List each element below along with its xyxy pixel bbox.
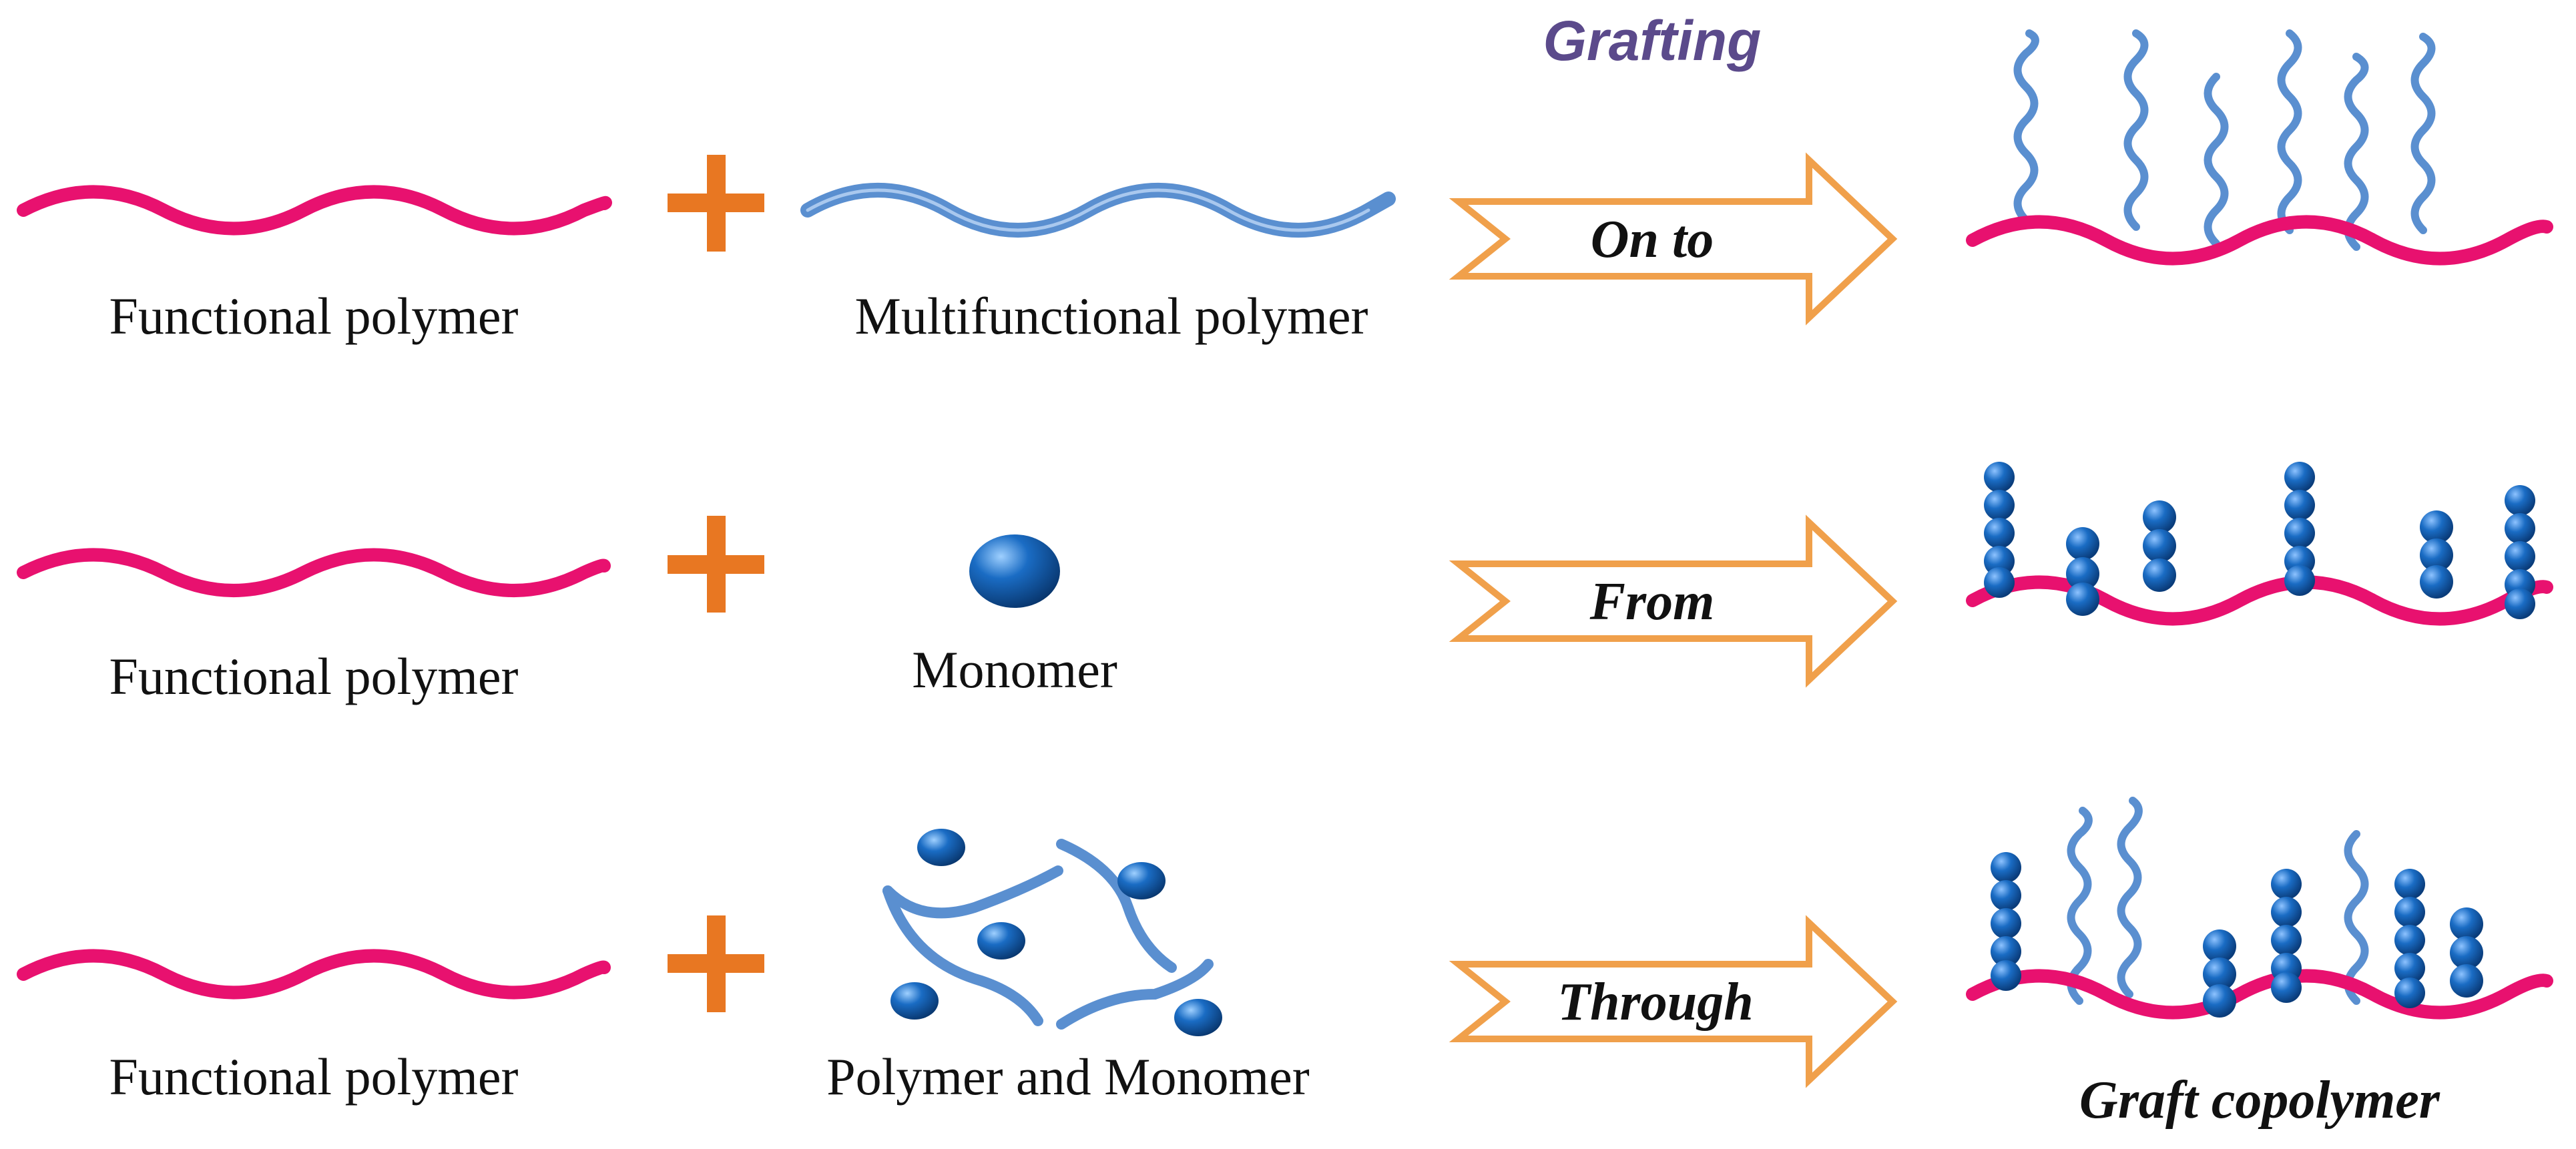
polymer-fragment [882, 885, 1043, 1026]
graft-chain [2277, 29, 2302, 234]
polymer-fragment [1056, 959, 1214, 1030]
monomer-bead [1117, 862, 1166, 899]
heading-grafting: Grafting [1543, 9, 1762, 72]
graft-chain [2344, 53, 2369, 251]
product-label: Graft copolymer [2079, 1071, 2440, 1130]
polymer-fragment [882, 865, 1063, 919]
monomer-stack [2284, 462, 2315, 596]
product-from [1966, 462, 2553, 626]
monomer-bead [917, 829, 965, 866]
graft-chain [2067, 807, 2093, 1005]
functional-polymer-chain [17, 185, 612, 236]
monomer-stack [2271, 869, 2302, 1003]
row-3: Functional polymer Polymer and Monomer T… [17, 797, 2553, 1130]
monomer-stack [1984, 462, 2015, 598]
monomer-bead [890, 982, 939, 1020]
graft-chain [2013, 29, 2039, 224]
monomer-stack [2394, 869, 2425, 1008]
reagent-label: Multifunctional polymer [854, 287, 1368, 345]
plus-icon [668, 516, 764, 613]
functional-polymer-chain [17, 949, 611, 1000]
product-through [1966, 797, 2553, 1020]
method-label: Through [1557, 973, 1753, 1032]
arrow-from: From [1449, 514, 1898, 688]
monomer-stack [2505, 485, 2535, 619]
method-label: On to [1591, 210, 1714, 269]
plus-icon [668, 155, 764, 252]
reagent-label: Polymer and Monomer [826, 1048, 1310, 1106]
monomer-stack [1991, 852, 2021, 991]
graft-chain [2117, 797, 2143, 998]
method-label: From [1589, 572, 1715, 631]
functional-polymer-chain [17, 548, 611, 597]
monomer-stack [2450, 907, 2483, 998]
product-backbone [1966, 215, 2553, 266]
monomer-stack [2420, 510, 2453, 599]
graft-chain [2204, 73, 2229, 248]
row-1: Functional polymer Multifunctional polym… [17, 29, 2553, 345]
reagent-label: Monomer [912, 641, 1117, 699]
graft-chain [2123, 29, 2149, 231]
left-label: Functional polymer [109, 287, 518, 345]
left-label: Functional polymer [109, 1048, 518, 1106]
polymer-fragment [1056, 839, 1177, 973]
graft-chain [2410, 33, 2436, 234]
product-backbone [1966, 575, 2553, 626]
chain-highlight [806, 188, 1370, 232]
multifunctional-polymer-chain [800, 183, 1396, 238]
arrow-through: Through [1449, 915, 1898, 1088]
graft-chain [2344, 830, 2369, 1005]
polymer-and-monomer-mixture [882, 829, 1222, 1036]
row-2: Functional polymer Monomer From [17, 462, 2553, 705]
product-on-to [1966, 29, 2553, 266]
monomer-bead [977, 922, 1025, 960]
arrow-on-to: On to [1449, 152, 1898, 326]
monomer-bead [969, 534, 1060, 608]
monomer-stack [2203, 929, 2236, 1018]
monomer-stack [2066, 527, 2099, 616]
plus-icon [668, 915, 764, 1012]
monomer-bead [1174, 999, 1222, 1036]
monomer-stack [2143, 500, 2176, 592]
left-label: Functional polymer [109, 647, 518, 705]
